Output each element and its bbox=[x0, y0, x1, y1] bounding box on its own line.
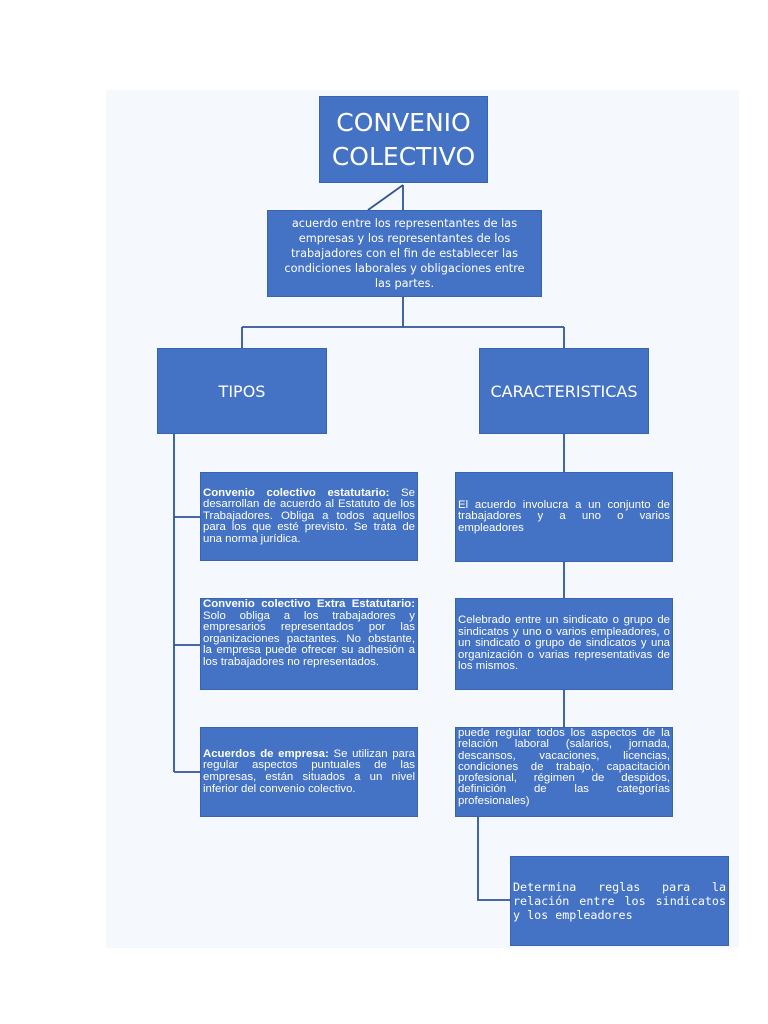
caract-item-2: Celebrado entre un sindicato o grupo de … bbox=[455, 598, 673, 690]
title-text: CONVENIO COLECTIVO bbox=[331, 107, 476, 171]
connector-title-definition-left bbox=[367, 184, 404, 211]
caracteristicas-box: CARACTERISTICAS bbox=[479, 348, 649, 434]
definition-text: acuerdo entre los representantes de las … bbox=[284, 217, 525, 290]
caract-item-3: puede regular todos los aspectos de la r… bbox=[455, 727, 673, 817]
definition-box: acuerdo entre los representantes de las … bbox=[267, 210, 542, 297]
tipo-item-1-term: Convenio colectivo estatutario: bbox=[203, 486, 390, 499]
tipo-item-3-term: Acuerdos de empresa: bbox=[203, 747, 329, 760]
caract-item-1: El acuerdo involucra a un conjunto de tr… bbox=[455, 472, 673, 562]
tipo-item-3: Acuerdos de empresa: Se utilizan para re… bbox=[200, 727, 418, 817]
tipo-item-2-term: Convenio colectivo Extra Estatutario: bbox=[203, 598, 415, 610]
caracteristicas-heading: CARACTERISTICAS bbox=[490, 381, 638, 401]
tipo-item-1-text: Se desarrollan de acuerdo al Estatuto de… bbox=[203, 486, 415, 545]
tipo-item-2: Convenio colectivo Extra Estatutario: So… bbox=[200, 598, 418, 690]
connector-caract-4 bbox=[477, 817, 510, 901]
caract-item-1-text: El acuerdo involucra a un conjunto de tr… bbox=[458, 498, 670, 534]
tipos-box: TIPOS bbox=[157, 348, 327, 434]
tipo-item-2-text: Solo obliga a los trabajadores y empresa… bbox=[203, 609, 415, 668]
caract-item-3-text: puede regular todos los aspectos de la r… bbox=[458, 727, 670, 807]
caract-item-4: Determina reglas para la relación entre … bbox=[510, 856, 729, 946]
tipo-item-1: Convenio colectivo estatutario: Se desar… bbox=[200, 472, 418, 561]
tipos-heading: TIPOS bbox=[218, 381, 266, 401]
title-box: CONVENIO COLECTIVO bbox=[319, 96, 488, 183]
tipo-item-3-text: Se utilizan para regular aspectos puntua… bbox=[203, 747, 415, 795]
caract-item-2-text: Celebrado entre un sindicato o grupo de … bbox=[458, 614, 670, 673]
caract-item-4-text: Determina reglas para la relación entre … bbox=[513, 880, 726, 922]
